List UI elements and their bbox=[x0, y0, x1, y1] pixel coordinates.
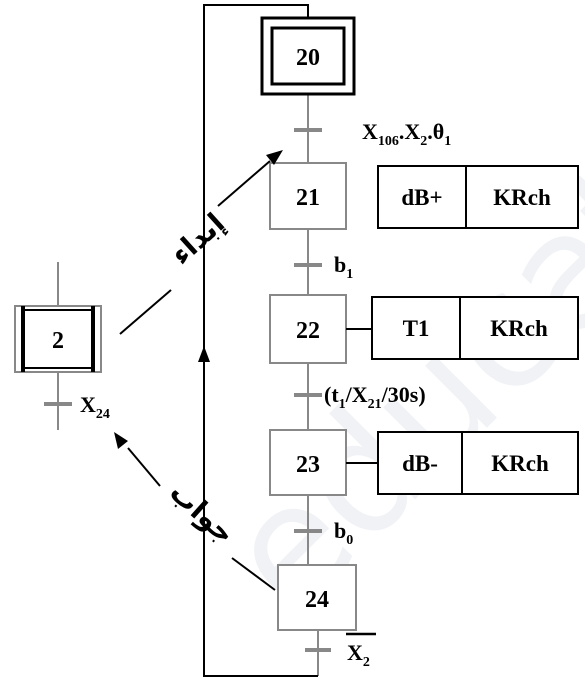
action-21-cycle: KRch bbox=[493, 185, 551, 210]
request-arrow-label: إبداء bbox=[164, 207, 231, 273]
action-21: dB+ KRch bbox=[377, 165, 579, 229]
action-22-cycle: KRch bbox=[490, 316, 548, 341]
step-24-label: 24 bbox=[305, 587, 329, 613]
action-22: T1 KRch bbox=[371, 296, 579, 360]
step-24: 24 bbox=[277, 564, 357, 631]
action-21-output: dB+ bbox=[401, 185, 442, 210]
action-23: dB- KRch bbox=[377, 431, 579, 495]
side-step-2-label: 2 bbox=[52, 328, 64, 354]
transition-22-23-label: (t1/X21/30s) bbox=[324, 382, 426, 412]
transition-21-22: b1 bbox=[294, 252, 353, 282]
step-21-label: 21 bbox=[296, 185, 320, 211]
reply-arrow-head-icon bbox=[114, 432, 128, 449]
transition-20-21: X106.X2.θ1 bbox=[294, 119, 451, 149]
action-23-cycle: KRch bbox=[491, 451, 549, 476]
action-23-output: dB- bbox=[402, 451, 438, 476]
side-transition-label: X24 bbox=[80, 392, 110, 422]
request-arrow: إبداء bbox=[119, 150, 283, 335]
step-20-initial: 20 bbox=[260, 16, 356, 96]
step-23-label: 23 bbox=[296, 452, 320, 478]
request-arrow-head-icon bbox=[266, 150, 283, 165]
step-23: 23 bbox=[269, 429, 378, 496]
step-22: 22 bbox=[269, 294, 372, 364]
step-22-label: 22 bbox=[296, 318, 320, 344]
transition-20-21-label: X106.X2.θ1 bbox=[362, 119, 451, 149]
step-20-label: 20 bbox=[296, 45, 320, 71]
side-step-2: 2 bbox=[14, 305, 102, 373]
transition-22-23: (t1/X21/30s) bbox=[294, 382, 426, 412]
transition-24-20-label: X2 bbox=[347, 640, 370, 670]
loop-back-link bbox=[203, 4, 318, 677]
action-22-timer: T1 bbox=[403, 316, 430, 341]
loop-arrow-icon bbox=[198, 346, 210, 400]
side-transition: X24 bbox=[44, 392, 110, 422]
step-21: 21 bbox=[269, 162, 347, 230]
transition-21-22-label: b1 bbox=[334, 252, 353, 282]
